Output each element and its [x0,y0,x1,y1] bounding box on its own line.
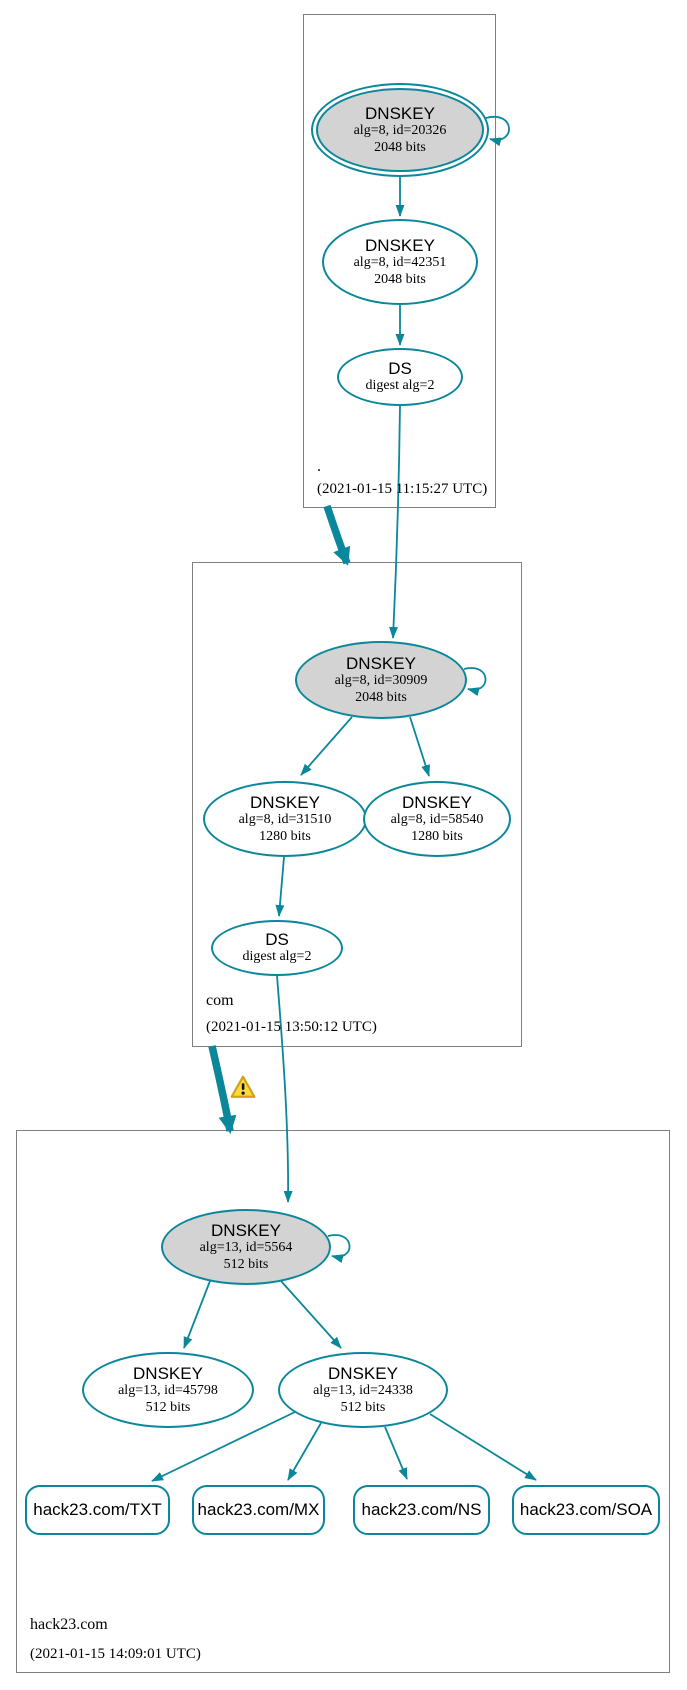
zone-label-root: . [317,458,321,475]
node-detail: 1280 bits [411,828,463,844]
warning-icon [230,1075,256,1098]
node-detail: digest alg=2 [365,378,435,394]
dnskey-node-hack23-zsk1[interactable]: DNSKEY alg=13, id=45798 512 bits [82,1352,254,1428]
zone-timestamp-root: (2021-01-15 11:15:27 UTC) [317,481,488,497]
node-title: DNSKEY [211,1221,281,1241]
node-title: DS [265,930,289,950]
zone-label-hack23: hack23.com [30,1616,108,1633]
node-detail: 512 bits [145,1399,191,1415]
node-detail: 512 bits [223,1256,269,1272]
node-detail: alg=13, id=45798 [118,1383,218,1399]
dnskey-node-hack23-ksk[interactable]: DNSKEY alg=13, id=5564 512 bits [161,1209,331,1285]
node-detail: 512 bits [340,1399,386,1415]
record-node-txt[interactable]: hack23.com/TXT [25,1485,170,1535]
record-label: hack23.com/MX [197,1500,320,1519]
record-label: hack23.com/TXT [33,1500,162,1519]
edge-root-to-com-delegation [323,504,351,566]
node-detail: alg=8, id=20326 [353,123,447,139]
record-node-mx[interactable]: hack23.com/MX [192,1485,325,1535]
node-detail: 1280 bits [259,828,311,844]
node-detail: alg=8, id=30909 [334,673,428,689]
edge-com-to-hack23-delegation [208,1045,237,1134]
node-detail: alg=8, id=31510 [238,812,332,828]
node-detail: digest alg=2 [242,949,312,965]
node-title: DNSKEY [365,236,435,256]
node-detail: 2048 bits [374,271,426,287]
node-detail: alg=8, id=42351 [353,255,447,271]
node-title: DNSKEY [328,1364,398,1384]
zone-timestamp-hack23: (2021-01-15 14:09:01 UTC) [30,1646,201,1662]
zone-label-com: com [206,992,234,1009]
node-detail: 2048 bits [355,689,407,705]
dnskey-node-hack23-zsk2[interactable]: DNSKEY alg=13, id=24338 512 bits [278,1352,448,1428]
node-detail: alg=13, id=24338 [313,1383,413,1399]
dnskey-node-com-zsk2[interactable]: DNSKEY alg=8, id=58540 1280 bits [363,781,511,857]
node-detail: alg=8, id=58540 [390,812,484,828]
dnskey-node-root-zsk[interactable]: DNSKEY alg=8, id=42351 2048 bits [322,219,478,305]
ds-node-root[interactable]: DS digest alg=2 [337,348,463,406]
zone-timestamp-com: (2021-01-15 13:50:12 UTC) [206,1019,377,1035]
record-node-soa[interactable]: hack23.com/SOA [512,1485,660,1535]
ds-node-com[interactable]: DS digest alg=2 [211,920,343,976]
dnskey-node-root-ksk-body: DNSKEY alg=8, id=20326 2048 bits [316,88,484,172]
dnskey-node-com-ksk[interactable]: DNSKEY alg=8, id=30909 2048 bits [295,641,467,719]
node-title: DNSKEY [250,793,320,813]
node-title: DS [388,359,412,379]
node-title: DNSKEY [346,654,416,674]
node-title: DNSKEY [402,793,472,813]
record-label: hack23.com/NS [361,1500,482,1519]
dnskey-node-root-ksk[interactable]: DNSKEY alg=8, id=20326 2048 bits [311,83,489,177]
dnskey-node-com-zsk1[interactable]: DNSKEY alg=8, id=31510 1280 bits [203,781,367,857]
node-title: DNSKEY [133,1364,203,1384]
node-title: DNSKEY [365,104,435,124]
node-detail: 2048 bits [374,139,426,155]
record-label: hack23.com/SOA [519,1500,653,1519]
node-detail: alg=13, id=5564 [199,1240,293,1256]
record-node-ns[interactable]: hack23.com/NS [353,1485,490,1535]
